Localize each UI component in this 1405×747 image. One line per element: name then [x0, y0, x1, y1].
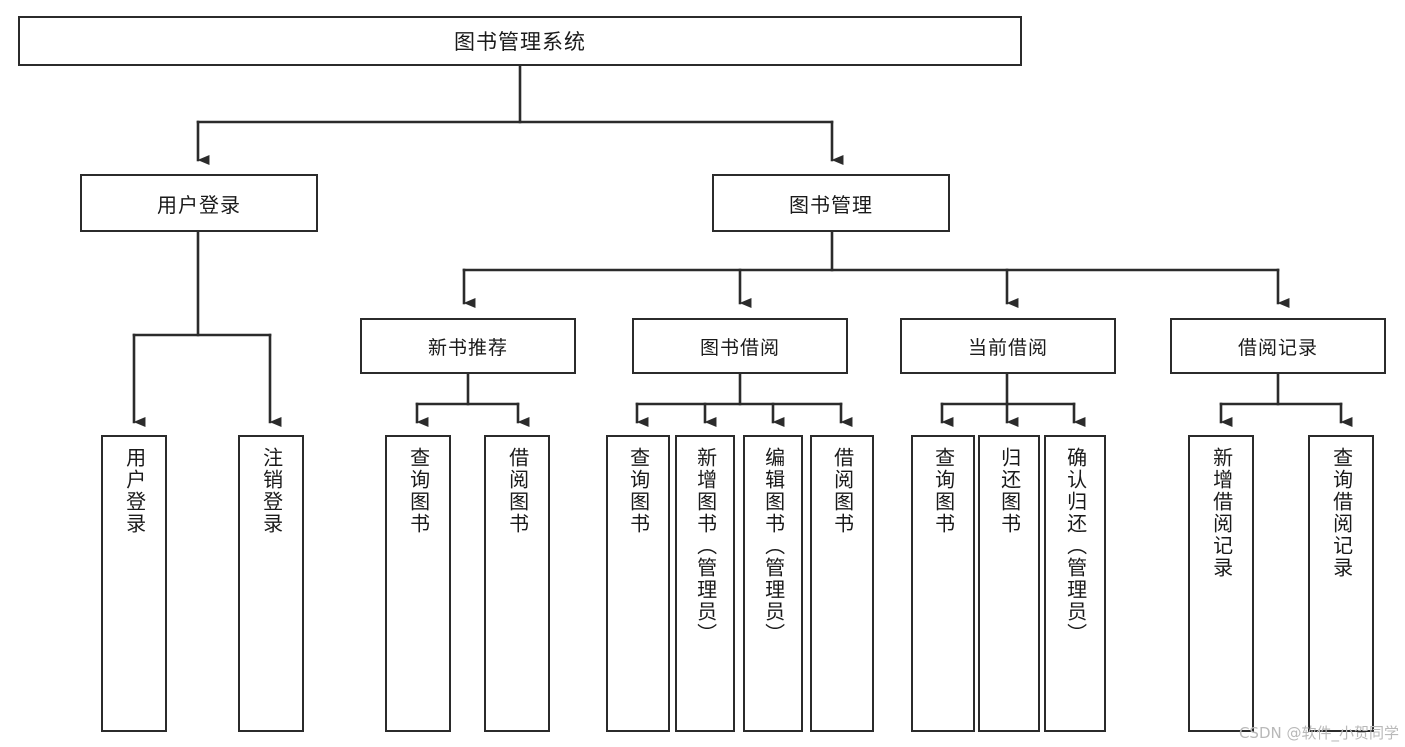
leaf-node-confirm-return[interactable]: 确认归还（管理员）	[1044, 435, 1106, 732]
leaf-label: 新增图书（管理员）	[693, 447, 718, 645]
node-book-borrow[interactable]: 图书借阅	[632, 318, 848, 374]
leaf-node-query-book-borrow[interactable]: 查询图书	[606, 435, 670, 732]
leaf-node-query-book-current[interactable]: 查询图书	[911, 435, 975, 732]
leaf-node-borrow-book[interactable]: 借阅图书	[810, 435, 874, 732]
leaf-label: 编辑图书（管理员）	[761, 447, 786, 645]
leaf-node-return-book[interactable]: 归还图书	[978, 435, 1040, 732]
leaf-node-query-borrow-record[interactable]: 查询借阅记录	[1308, 435, 1374, 732]
leaf-label: 借阅图书	[505, 447, 530, 535]
leaf-node-user-login[interactable]: 用户登录	[101, 435, 167, 732]
leaf-label: 注销登录	[259, 447, 284, 535]
node-label: 图书管理	[789, 192, 873, 217]
csdn-watermark: CSDN @软件_小贺同学	[1238, 724, 1399, 742]
node-label: 新书推荐	[427, 336, 508, 359]
leaf-label: 查询借阅记录	[1329, 447, 1354, 579]
leaf-label: 新增借阅记录	[1209, 447, 1234, 579]
node-book-management[interactable]: 图书管理	[712, 174, 950, 232]
leaf-node-borrow-book-recommend[interactable]: 借阅图书	[484, 435, 550, 732]
node-label: 图书借阅	[699, 336, 780, 359]
leaf-label: 确认归还（管理员）	[1063, 447, 1088, 645]
node-current-borrow[interactable]: 当前借阅	[900, 318, 1116, 374]
node-label: 用户登录	[157, 192, 241, 217]
leaf-label: 用户登录	[122, 447, 147, 535]
leaf-node-add-borrow-record[interactable]: 新增借阅记录	[1188, 435, 1254, 732]
node-label: 借阅记录	[1237, 336, 1318, 359]
node-label: 图书管理系统	[454, 30, 586, 54]
leaf-node-add-book[interactable]: 新增图书（管理员）	[675, 435, 735, 732]
leaf-label: 借阅图书	[830, 447, 855, 535]
leaf-node-edit-book[interactable]: 编辑图书（管理员）	[743, 435, 803, 732]
leaf-label: 查询图书	[626, 447, 651, 535]
node-user-login[interactable]: 用户登录	[80, 174, 318, 232]
leaf-label: 归还图书	[997, 447, 1022, 535]
node-label: 当前借阅	[967, 336, 1048, 359]
node-new-book-recommend[interactable]: 新书推荐	[360, 318, 576, 374]
node-book-management-system[interactable]: 图书管理系统	[18, 16, 1022, 66]
node-borrow-record[interactable]: 借阅记录	[1170, 318, 1386, 374]
leaf-label: 查询图书	[406, 447, 431, 535]
leaf-node-query-book-recommend[interactable]: 查询图书	[385, 435, 451, 732]
leaf-label: 查询图书	[931, 447, 956, 535]
leaf-node-user-logout[interactable]: 注销登录	[238, 435, 304, 732]
